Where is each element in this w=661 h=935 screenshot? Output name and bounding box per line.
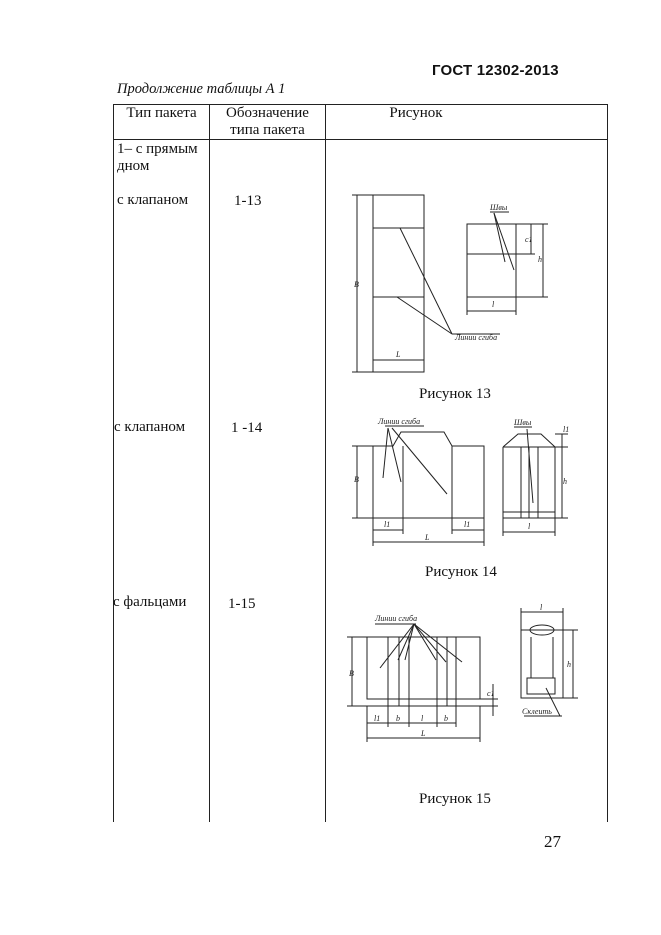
header-code: Обозначение типа пакета bbox=[210, 105, 325, 139]
fig15-bag bbox=[520, 629, 564, 699]
row-15-code: 1-15 bbox=[228, 596, 256, 612]
fig13-h-label: h bbox=[538, 255, 542, 264]
fig14-l1-top-label: l1 bbox=[563, 425, 569, 434]
fig13-L-label: L bbox=[395, 350, 401, 359]
header-type: Тип пакета bbox=[126, 105, 197, 121]
fig15-glue-label: Склеить bbox=[522, 707, 552, 716]
group-label-line2: дном bbox=[117, 158, 150, 174]
figure-13-caption: Рисунок 13 bbox=[419, 386, 491, 402]
header-bottom-border bbox=[113, 139, 608, 140]
fig13-fold-label: Линии сгиба bbox=[454, 333, 497, 342]
fig15-L-label: L bbox=[420, 729, 426, 738]
fig15-l-label: l bbox=[421, 714, 424, 723]
group-label: 1– с прямым дном bbox=[117, 141, 198, 175]
row-15-type: с фальцами bbox=[113, 594, 187, 610]
fig13-seams-label: Швы bbox=[489, 203, 508, 212]
fig15-sheet bbox=[366, 636, 481, 700]
fig15-l-top-label: l bbox=[540, 603, 543, 612]
fig15-c1-label: c1 bbox=[487, 689, 495, 698]
row-14-type: с клапаном bbox=[114, 419, 186, 435]
col2-left-border bbox=[209, 104, 210, 822]
fig14-sheet bbox=[372, 431, 485, 519]
fig15-b-left-label: b bbox=[396, 714, 400, 723]
fig13-sheet bbox=[372, 194, 425, 373]
col3-left-border bbox=[325, 104, 326, 822]
row-14-code: 1 -14 bbox=[231, 420, 263, 436]
fig14-h-label: h bbox=[563, 477, 567, 486]
group-label-line1: 1– с прямым bbox=[117, 141, 198, 157]
fig14-fold-label: Линии сгиба bbox=[377, 417, 420, 426]
standard-code: ГОСТ 12302-2013 bbox=[432, 62, 559, 79]
header-code-line2: типа пакета bbox=[230, 122, 305, 138]
fig15-h-label: h bbox=[567, 660, 571, 669]
fig13-B-label: B bbox=[354, 280, 359, 289]
table-top-border bbox=[113, 104, 608, 105]
fig15-l1-label: l1 bbox=[374, 714, 380, 723]
fig15-fold-label: Линии сгиба bbox=[374, 614, 417, 623]
figure-14-caption: Рисунок 14 bbox=[425, 564, 497, 580]
fig15-B-label: B bbox=[349, 669, 354, 678]
page-number: 27 bbox=[544, 832, 561, 851]
col1-left-border bbox=[113, 104, 114, 822]
table-right-border bbox=[607, 104, 608, 822]
fig14-B-label: B bbox=[354, 475, 359, 484]
fig14-l1-right-label: l1 bbox=[464, 520, 470, 529]
fig13-bag bbox=[466, 223, 517, 298]
fig14-seams-label: Швы bbox=[513, 418, 532, 427]
figure-15-caption: Рисунок 15 bbox=[419, 791, 491, 807]
fig14-l1-left-label: l1 bbox=[384, 520, 390, 529]
fig13-c1-label: c1 bbox=[525, 235, 533, 244]
header-code-line1: Обозначение bbox=[226, 105, 309, 121]
table-caption: Продолжение таблицы А 1 bbox=[117, 81, 286, 97]
header-figure: Рисунок bbox=[389, 105, 443, 121]
fig14-bag bbox=[502, 433, 556, 519]
fig15-b-right-label: b bbox=[444, 714, 448, 723]
fig14-L-label: L bbox=[424, 533, 430, 542]
fig14-l-label: l bbox=[528, 522, 531, 531]
fig13-l-label: l bbox=[492, 300, 495, 309]
row-13-type: с клапаном bbox=[117, 192, 189, 208]
row-13-code: 1-13 bbox=[234, 193, 262, 209]
